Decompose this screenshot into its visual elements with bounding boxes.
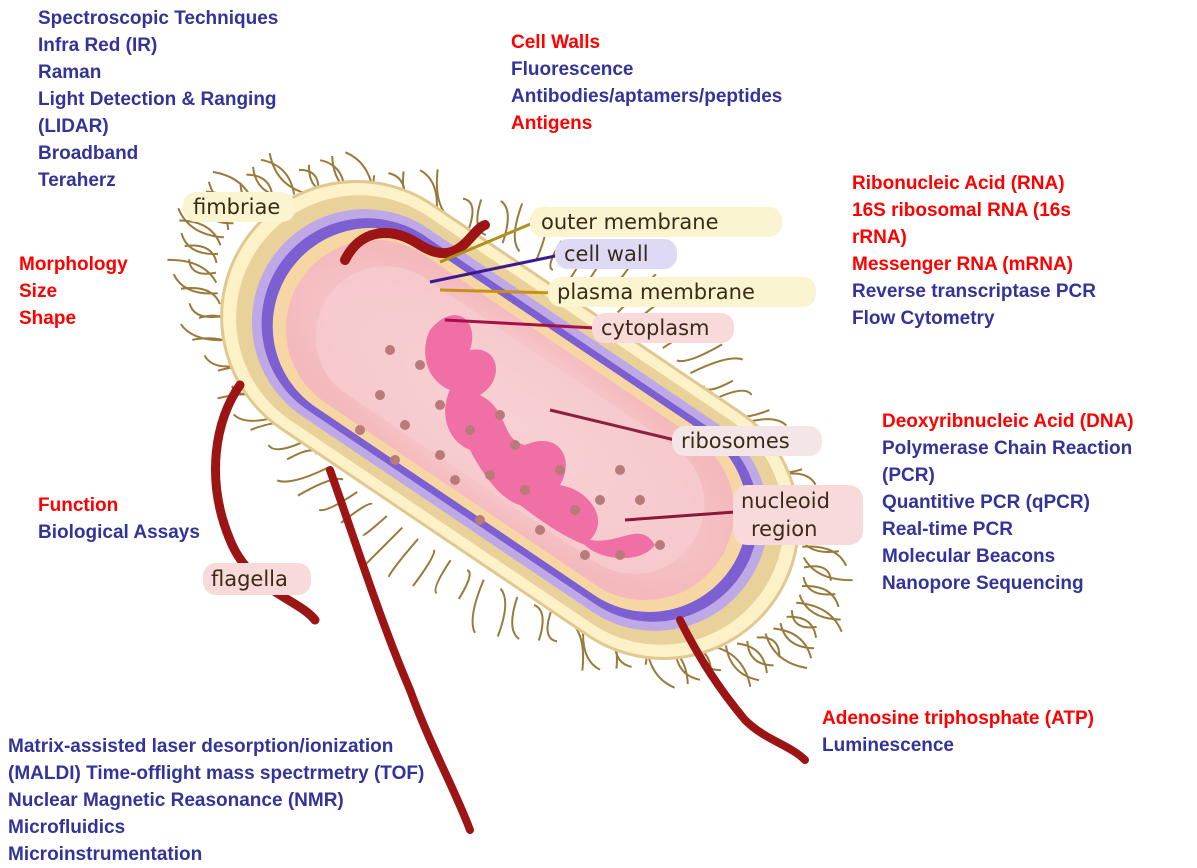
label-nucleoid: nucleoid [741, 489, 830, 513]
maldi-line: Microfluidics [8, 814, 424, 841]
label-outer-membrane: outer membrane [541, 210, 719, 234]
label-cell-wall: cell wall [564, 242, 649, 266]
dna-line: Polymerase Chain Reaction [882, 435, 1134, 462]
maldi-line: Matrix-assisted laser desorption/ionizat… [8, 733, 424, 760]
maldi-line: Nuclear Magnetic Reasonance (NMR) [8, 787, 424, 814]
rna-block: Ribonucleic Acid (RNA)16S ribosomal RNA … [852, 170, 1096, 332]
label-ribosomes: ribosomes [681, 429, 790, 453]
cell-walls-line: Fluorescence [511, 56, 782, 83]
maldi-block: Matrix-assisted laser desorption/ionizat… [8, 733, 424, 868]
dna-block: Deoxyribnucleic Acid (DNA)Polymerase Cha… [882, 408, 1134, 597]
maldi-line: Microinstrumentation [8, 841, 424, 868]
cell-walls-line: Cell Walls [511, 29, 782, 56]
rna-line: Flow Cytometry [852, 305, 1096, 332]
dna-line: Real-time PCR [882, 516, 1134, 543]
function-line: Biological Assays [38, 519, 200, 546]
label-region: region [751, 517, 817, 541]
rna-line: Messenger RNA (mRNA) [852, 251, 1096, 278]
atp-line: Luminescence [822, 732, 1094, 759]
label-fimbriae: fimbriae [193, 195, 280, 219]
spectroscopic-line: Light Detection & Ranging [38, 86, 278, 113]
cell-walls-line: Antibodies/aptamers/peptides [511, 83, 782, 110]
spectroscopic-line: Infra Red (IR) [38, 32, 278, 59]
dna-line: Nanopore Sequencing [882, 570, 1134, 597]
spectroscopic-line: Spectroscopic Techniques [38, 5, 278, 32]
spectroscopic-line: Teraherz [38, 167, 278, 194]
spectroscopic-line: Raman [38, 59, 278, 86]
morphology-line: Size [19, 278, 128, 305]
spectroscopic-line: (LIDAR) [38, 113, 278, 140]
atp-block: Adenosine triphosphate (ATP)Luminescence [822, 705, 1094, 759]
cell-walls-line: Antigens [511, 110, 782, 137]
dna-line: Molecular Beacons [882, 543, 1134, 570]
morphology-line: Shape [19, 305, 128, 332]
label-cytoplasm: cytoplasm [601, 316, 710, 340]
dna-line: Deoxyribnucleic Acid (DNA) [882, 408, 1134, 435]
dna-line: (PCR) [882, 462, 1134, 489]
dna-line: Quantitive PCR (qPCR) [882, 489, 1134, 516]
rna-line: Ribonucleic Acid (RNA) [852, 170, 1096, 197]
spectroscopic-line: Broadband [38, 140, 278, 167]
morphology-line: Morphology [19, 251, 128, 278]
function-line: Function [38, 492, 200, 519]
maldi-line: (MALDI) Time-offlight mass spectrmetry (… [8, 760, 424, 787]
atp-line: Adenosine triphosphate (ATP) [822, 705, 1094, 732]
label-flagella: flagella [211, 567, 288, 591]
rna-line: Reverse transcriptase PCR [852, 278, 1096, 305]
rna-line: 16S ribosomal RNA (16s [852, 197, 1096, 224]
rna-line: rRNA) [852, 224, 1096, 251]
label-plasma-membrane: plasma membrane [557, 280, 755, 304]
